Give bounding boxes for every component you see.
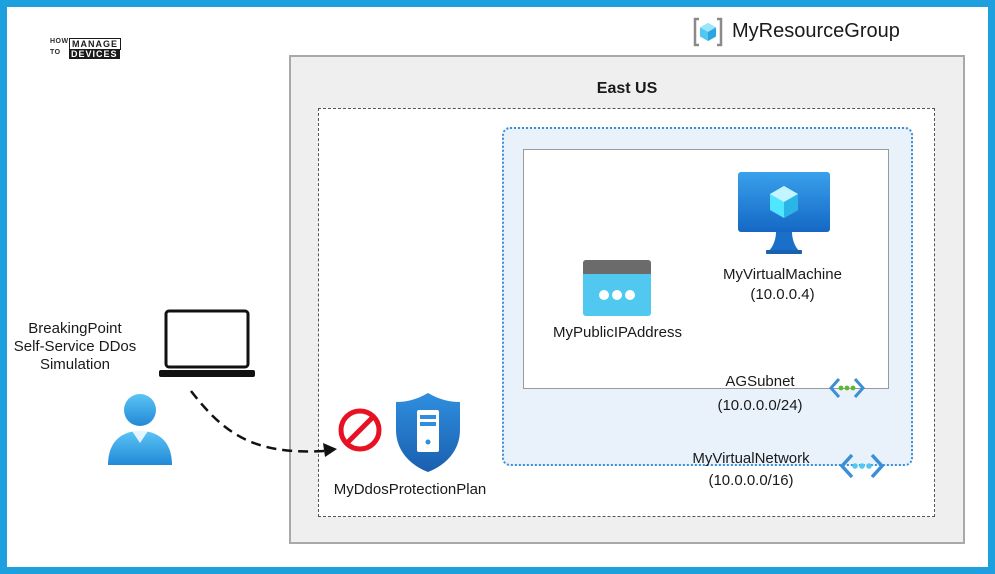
public-ip-label: MyPublicIPAddress [553, 324, 682, 341]
subnet-label: AGSubnet (10.0.0.0/24) [700, 370, 820, 418]
vm-name: MyVirtualMachine [723, 266, 842, 283]
region-label: East US [596, 80, 658, 97]
vm-ip: (10.0.0.4) [750, 286, 815, 303]
brand-logo: HOW TO MANAGE DEVICES [50, 38, 122, 60]
vnet-name: MyVirtualNetwork [692, 450, 810, 467]
vm-label: MyVirtualMachine (10.0.0.4) [705, 265, 860, 305]
blocked-icon [337, 407, 383, 453]
subnet-icon [828, 376, 866, 400]
logo-devices: DEVICES [69, 49, 120, 59]
vnet-range: (10.0.0.0/16) [708, 472, 794, 489]
logo-to: TO [50, 49, 61, 56]
virtual-network-icon [839, 452, 885, 480]
ddos-plan-label: MyDdosProtectionPlan [333, 481, 487, 498]
attacker-label-line3: Simulation [39, 356, 111, 373]
attacker-label-line2: Self-Service DDos [13, 338, 137, 355]
public-ip-icon [583, 260, 651, 316]
subnet-name: AGSubnet [725, 373, 795, 390]
attack-path-arrow [185, 385, 345, 465]
laptop-icon [158, 308, 256, 380]
resource-group-label: MyResourceGroup [732, 20, 900, 42]
shield-server-icon [392, 390, 464, 474]
subnet-range: (10.0.0.0/24) [717, 397, 803, 414]
logo-how: HOW [50, 38, 69, 45]
resource-group-icon [692, 16, 724, 48]
user-icon [106, 393, 174, 467]
attacker-label-line1: BreakingPoint [28, 320, 122, 337]
vnet-label: MyVirtualNetwork (10.0.0.0/16) [676, 448, 826, 492]
virtual-machine-icon [738, 172, 830, 256]
attacker-label: BreakingPoint Self-Service DDos Simulati… [5, 320, 145, 374]
